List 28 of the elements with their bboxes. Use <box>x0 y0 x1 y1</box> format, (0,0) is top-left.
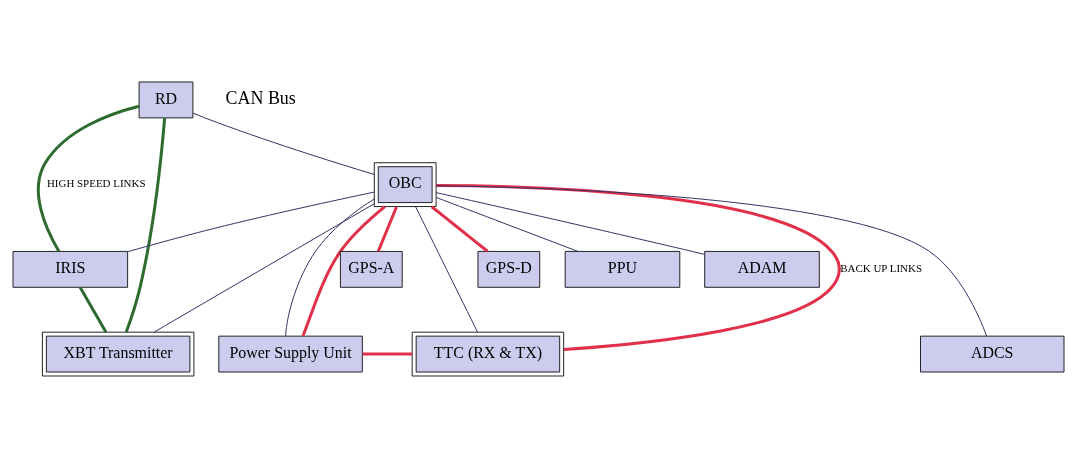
edge-label: BACK UP LINKS <box>840 261 922 274</box>
connector <box>127 191 375 252</box>
node-box: PPU <box>564 250 681 288</box>
label: CAN Bus <box>225 87 296 108</box>
node-box: IRIS <box>12 250 129 288</box>
node-box: GPS-A <box>339 250 403 288</box>
connector <box>415 205 478 333</box>
connector <box>285 198 375 336</box>
connector <box>430 205 489 252</box>
connector <box>301 204 386 337</box>
connector <box>192 112 375 175</box>
connector <box>376 205 398 252</box>
node-box: Power Supply Unit <box>218 335 363 373</box>
connector <box>36 104 140 252</box>
connector <box>436 183 841 351</box>
node-box: ADAM <box>704 250 820 288</box>
node-box: RD <box>138 81 194 118</box>
edge-label: HIGH SPEED LINKS <box>46 176 146 189</box>
connector <box>435 191 706 255</box>
node-box: OBC <box>373 161 437 207</box>
node-box: ADCS <box>920 335 1065 373</box>
connector <box>362 352 413 356</box>
connector <box>78 286 108 333</box>
connector <box>435 196 579 252</box>
connector <box>153 202 375 332</box>
node-box: GPS-D <box>477 250 541 288</box>
connector <box>124 117 167 333</box>
connector <box>435 184 988 337</box>
